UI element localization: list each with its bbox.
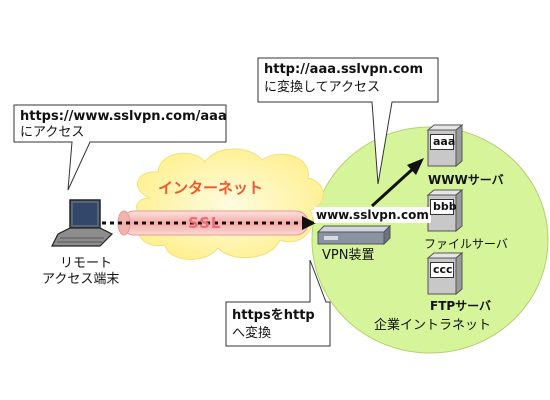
vpn-device-label: VPN装置 xyxy=(322,248,375,263)
callout-convert-line2: に変換してアクセス xyxy=(264,80,380,95)
callout-remote-shape xyxy=(13,104,227,191)
remote-label-line1: リモート xyxy=(59,256,112,271)
www-server-label: WWWサーバ xyxy=(428,173,504,187)
callout-remote-line1: https://www.sslvpn.com/aaa xyxy=(20,109,227,124)
server-tag: ccc xyxy=(433,263,453,276)
callout-convert-line1: http://aaa.sslvpn.com xyxy=(264,62,424,77)
laptop-icon xyxy=(51,199,114,247)
internet-label: インターネット xyxy=(158,179,264,197)
ssl-label: SSL xyxy=(188,214,222,232)
server-tag-box: bbb xyxy=(430,199,457,215)
intranet-label: 企業イントラネット xyxy=(374,318,492,333)
vpn-device-icon xyxy=(316,224,392,246)
vpn-to-www-arrow xyxy=(370,164,418,208)
server-tag-box: ccc xyxy=(430,262,454,278)
remote-label-line2: アクセス端末 xyxy=(42,272,120,287)
callout-convert-shape xyxy=(257,57,439,185)
server-tag: aaa xyxy=(433,135,456,148)
file-server-label: ファイルサーバ xyxy=(424,237,508,251)
callout-remote-line2: にアクセス xyxy=(20,125,85,140)
callout-https-shape xyxy=(225,259,331,347)
server-tag: bbb xyxy=(433,200,457,213)
callout-https-line2: へ変換 xyxy=(232,326,272,341)
ftp-server-label: FTPサーバ xyxy=(430,299,492,313)
callout-https-line1: httpsをhttp xyxy=(232,308,315,323)
server-tag-box: aaa xyxy=(430,134,456,150)
internet-cloud xyxy=(136,148,324,260)
intranet-area xyxy=(311,126,549,354)
vpn-domain-label: www.sslvpn.com xyxy=(314,207,431,223)
